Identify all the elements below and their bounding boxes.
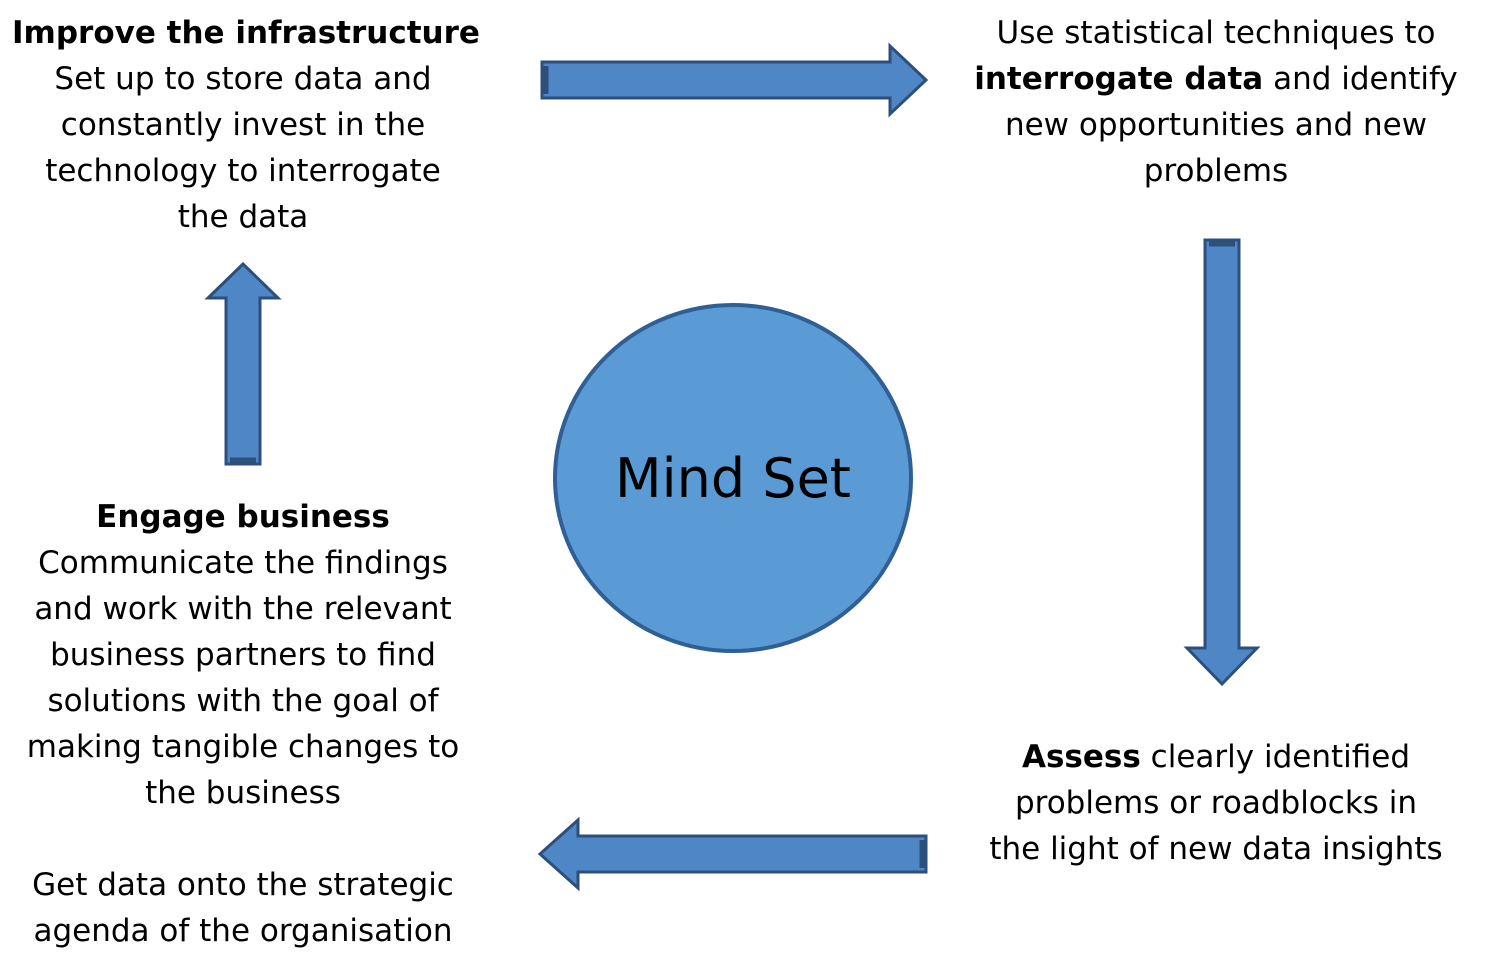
engage-line-2: and work with the relevant (34, 591, 452, 627)
arrow-right (540, 42, 929, 118)
improve-heading: Improve the infrastructure (12, 15, 480, 51)
arrow-right-shape (540, 42, 929, 118)
interrogate-bold-phrase: interrogate data (974, 61, 1264, 97)
interrogate-line-3: new opportunities and new (1004, 107, 1428, 143)
engage-heading: Engage business (96, 499, 390, 535)
improve-line-3: technology to interrogate (45, 153, 441, 189)
assess-line-1-rest: clearly identified (1140, 739, 1411, 775)
arrow-left (537, 816, 928, 892)
mind-set-label: Mind Set (615, 446, 851, 510)
assess-bold-word: Assess (1021, 739, 1141, 775)
assess-text: Assess clearly identified problems or ro… (966, 734, 1466, 872)
improve-line-1: Set up to store data and (54, 61, 432, 97)
assess-line-1: Assess clearly identified (966, 734, 1466, 780)
arrow-left-shape (537, 816, 928, 892)
engage-line-6: the business (145, 775, 341, 811)
assess-line-3: the light of new data insights (989, 831, 1443, 867)
engage-line-3: business partners to find (50, 637, 436, 673)
engage-line-7: Get data onto the strategic (32, 867, 454, 903)
interrogate-line-2-rest: and identify (1263, 61, 1458, 97)
engage-line-1: Communicate the findings (38, 545, 448, 581)
mind-set-circle-shape (553, 303, 913, 653)
assess-line-2: problems or roadblocks in (1014, 785, 1418, 821)
mind-set-circle (553, 303, 913, 653)
engage-line-4: solutions with the goal of (47, 683, 439, 719)
interrogate-line-1: Use statistical techniques to (996, 15, 1436, 51)
improve-line-4: the data (177, 199, 309, 235)
interrogate-data-text: Use statistical techniques to interrogat… (966, 10, 1466, 194)
interrogate-line-2: interrogate data and identify (966, 56, 1466, 102)
arrow-up (204, 261, 282, 466)
engage-line-5: making tangible changes to (26, 729, 460, 765)
arrow-down-shape (1183, 238, 1261, 687)
improve-infrastructure-text: Improve the infrastructure Set up to sto… (12, 10, 480, 240)
paragraph-gap (12, 816, 474, 862)
engage-business-text: Engage business Communicate the findings… (12, 494, 474, 954)
interrogate-line-4: problems (1143, 153, 1289, 189)
engage-line-8: agenda of the organisation (33, 913, 453, 949)
arrow-up-shape (204, 261, 282, 466)
improve-line-2: constantly invest in the (60, 107, 426, 143)
arrow-down (1183, 238, 1261, 687)
